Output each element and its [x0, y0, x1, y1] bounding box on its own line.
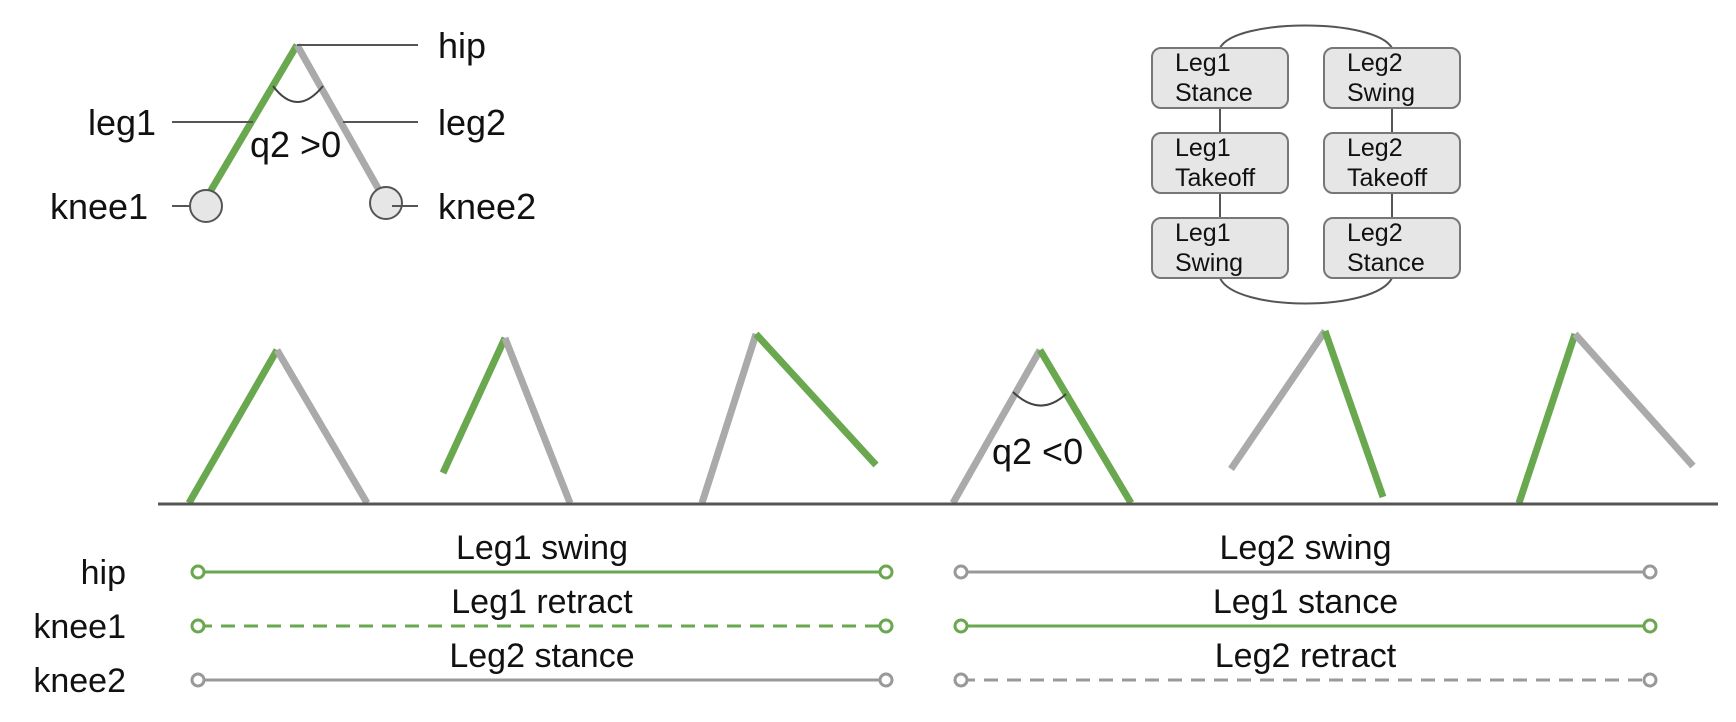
phase-label: Leg2 swing [1219, 529, 1391, 567]
state-leg2-swing: Leg2 Swing [1323, 47, 1461, 109]
hip-label: hip [438, 25, 486, 66]
angle-label-positive: q2 >0 [250, 124, 341, 165]
state-leg1-swing: Leg1 Swing [1151, 217, 1289, 279]
phase-label: Leg2 retract [1215, 637, 1397, 675]
state-line1: Leg1 [1175, 49, 1231, 77]
phase-endpoint [1642, 618, 1658, 634]
state-line1: Leg1 [1175, 134, 1231, 162]
phase-endpoint [190, 564, 206, 580]
state-line2: Stance [1175, 79, 1253, 107]
angle-arc [272, 85, 324, 103]
knee1-joint [189, 189, 223, 223]
state-line2: Takeoff [1347, 164, 1427, 192]
bottom-cycle-arc [1219, 277, 1393, 305]
phase-endpoint [878, 564, 894, 580]
phase-endpoint [1642, 564, 1658, 580]
state-line2: Takeoff [1175, 164, 1255, 192]
knee1-label: knee1 [50, 186, 148, 227]
leg2-label: leg2 [438, 102, 506, 143]
top-cycle-arc [1219, 24, 1393, 49]
knee2-label: knee2 [438, 186, 536, 227]
phase-endpoint [953, 672, 969, 688]
pose-sequence: q2 <0 [158, 329, 1718, 506]
phase-endpoint [190, 672, 206, 688]
pose-6 [1515, 331, 1696, 505]
pose-2 [439, 336, 574, 505]
state-line2: Swing [1175, 249, 1243, 277]
phase-label: Leg2 stance [449, 637, 634, 675]
phase-label: Leg1 stance [1213, 583, 1398, 621]
state-machine: Leg1 Stance Leg2 Swing Leg1 Takeoff Leg2… [1151, 24, 1461, 305]
angle-label-negative: q2 <0 [992, 431, 1083, 472]
phase-endpoint [1642, 672, 1658, 688]
phase-endpoint [878, 672, 894, 688]
row-label-hip: hip [81, 554, 126, 592]
state-leg2-stance: Leg2 Stance [1323, 217, 1461, 279]
state-line2: Stance [1347, 249, 1425, 277]
state-line1: Leg2 [1347, 49, 1403, 77]
state-line1: Leg2 [1347, 219, 1403, 247]
knee2-joint [369, 186, 403, 220]
state-leg2-takeoff: Leg2 Takeoff [1323, 132, 1461, 194]
row-label-knee1: knee1 [33, 608, 126, 646]
state-line1: Leg1 [1175, 219, 1231, 247]
phase-endpoint [878, 618, 894, 634]
phase-endpoint [953, 618, 969, 634]
pose-1 [185, 348, 371, 505]
state-line1: Leg2 [1347, 134, 1403, 162]
phase-endpoint [953, 564, 969, 580]
angle-arc-negative [1012, 391, 1067, 407]
state-line2: Swing [1347, 79, 1415, 107]
state-leg1-takeoff: Leg1 Takeoff [1151, 132, 1289, 194]
phase-label: Leg1 swing [456, 529, 628, 567]
biped-legend: hip leg1 leg2 knee1 knee2 q2 >0 [50, 25, 536, 227]
pose-5 [1228, 329, 1387, 499]
leg1-label: leg1 [88, 102, 156, 143]
row-label-knee2: knee2 [33, 662, 126, 700]
pose-3 [698, 331, 879, 505]
leg2-segment [293, 43, 387, 199]
pose-4: q2 <0 [949, 348, 1135, 505]
state-leg1-stance: Leg1 Stance [1151, 47, 1289, 109]
phase-endpoint [190, 618, 206, 634]
phase-label: Leg1 retract [451, 583, 633, 621]
